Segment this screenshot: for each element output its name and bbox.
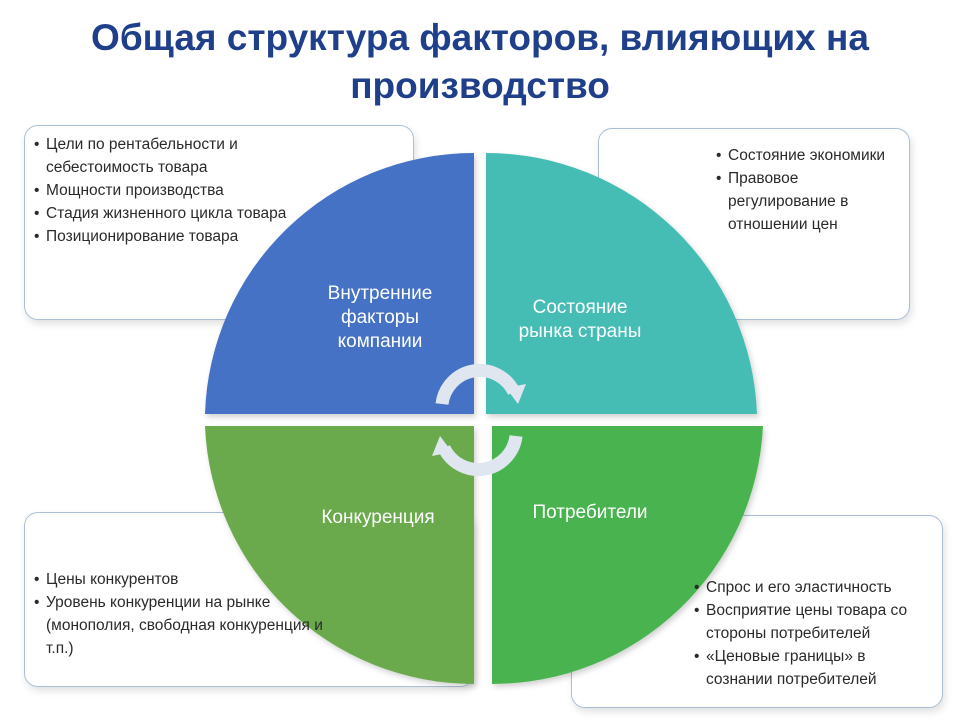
quadrant-internal-factors	[205, 152, 474, 414]
cycle-arrows-icon	[432, 363, 526, 477]
consumers-list: Спрос и его эластичность Восприятие цены…	[694, 576, 934, 691]
list-item: Стадия жизненного цикла товара	[34, 202, 294, 225]
market-state-label: Состояние рынка страны	[490, 296, 670, 344]
competition-label-line: Конкуренция	[321, 507, 435, 528]
consumers-label: Потребители	[500, 501, 680, 525]
list-item: Цены конкурентов	[34, 568, 334, 591]
quadrant-competition	[205, 426, 474, 685]
market-state-list: Состояние экономики Правовое регулирован…	[716, 144, 896, 236]
title-line-2: производство	[350, 65, 610, 106]
list-item: Позиционирование товара	[34, 225, 294, 248]
list-item: Уровень конкуренции на рынке (монополия,…	[34, 591, 334, 660]
list-item: Восприятие цены товара со стороны потреб…	[694, 599, 934, 645]
internal-factors-label: Внутренние факторы компании	[300, 282, 460, 354]
list-item: Мощности производства	[34, 179, 294, 202]
competition-label: Конкуренция	[288, 506, 468, 530]
list-item: Правовое регулирование в отношении цен	[716, 167, 896, 236]
competition-list: Цены конкурентов Уровень конкуренции на …	[34, 568, 334, 660]
internal-label-line: компании	[337, 331, 423, 352]
list-item: Состояние экономики	[716, 144, 896, 167]
internal-factors-list: Цели по рентабельности и себестоимость т…	[34, 133, 294, 248]
list-item: Спрос и его эластичность	[694, 576, 934, 599]
page-title: Общая структура факторов, влияющих на пр…	[40, 14, 920, 110]
consumers-label-line: Потребители	[532, 502, 648, 523]
list-item: Цели по рентабельности и себестоимость т…	[34, 133, 294, 179]
internal-label-line: Внутренние	[327, 283, 433, 304]
title-line-1: Общая структура факторов, влияющих на	[91, 17, 869, 58]
quadrant-market-state	[486, 152, 757, 414]
internal-label-line: факторы	[340, 307, 419, 328]
market-label-line: рынка страны	[518, 321, 642, 342]
market-label-line: Состояние	[532, 297, 628, 318]
list-item: «Ценовые границы» в сознании потребителе…	[694, 645, 934, 691]
quadrant-consumers	[492, 426, 763, 685]
